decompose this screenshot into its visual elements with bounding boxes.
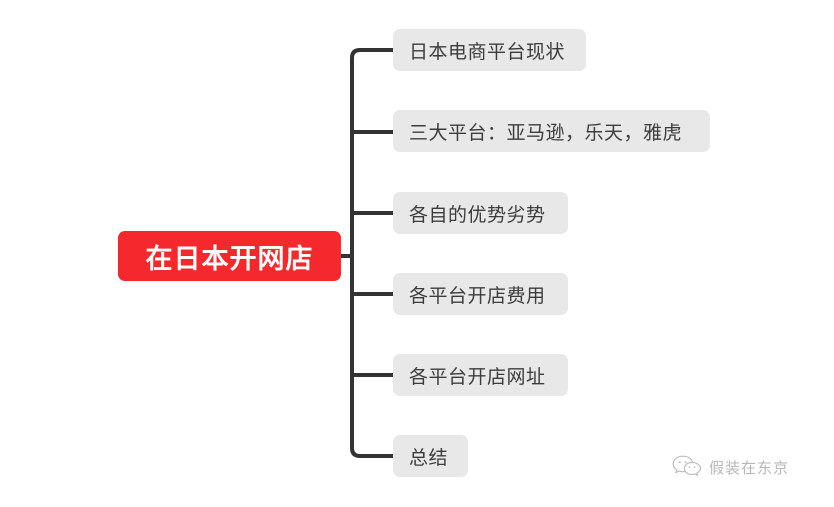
child-node-6-label: 总结 xyxy=(409,447,449,469)
mindmap-child-node-4[interactable]: 各平台开店费用 xyxy=(393,273,568,315)
child-node-5-label: 各平台开店网址 xyxy=(409,366,546,388)
mindmap-child-node-1[interactable]: 日本电商平台现状 xyxy=(393,29,586,71)
mindmap-root-node[interactable]: 在日本开网店 xyxy=(118,231,341,281)
child-node-2-label: 三大平台：亚马逊，乐天，雅虎 xyxy=(409,122,683,144)
child-node-3-label: 各自的优势劣势 xyxy=(409,204,546,226)
mindmap-child-node-5[interactable]: 各平台开店网址 xyxy=(393,354,568,396)
watermark: 假装在东京 xyxy=(672,454,789,480)
child-node-4-label: 各平台开店费用 xyxy=(409,285,546,307)
wechat-icon xyxy=(672,455,702,477)
watermark-text: 假装在东京 xyxy=(709,459,790,477)
child-node-1-label: 日本电商平台现状 xyxy=(409,41,566,63)
root-node-label: 在日本开网店 xyxy=(145,243,314,274)
mindmap-child-node-6[interactable]: 总结 xyxy=(393,435,468,477)
mindmap-child-node-3[interactable]: 各自的优势劣势 xyxy=(393,192,568,234)
mindmap-child-node-2[interactable]: 三大平台：亚马逊，乐天，雅虎 xyxy=(393,110,710,152)
